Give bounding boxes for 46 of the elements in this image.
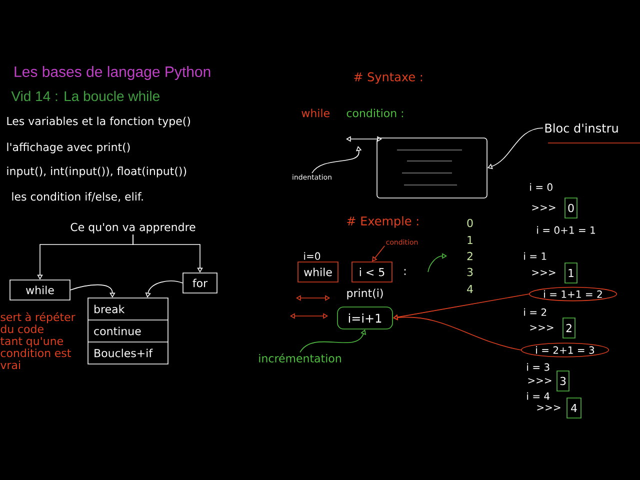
handwritten-text: Bloc d'instru — [545, 123, 618, 133]
text-box: 1 — [564, 262, 578, 284]
handwritten-text: : — [404, 269, 406, 275]
handwritten-text: les condition if/else, elif. — [12, 192, 143, 202]
handwritten-text: 0 — [467, 218, 473, 228]
handwritten-text: >>> — [537, 405, 560, 410]
handwritten-text: Vid 14 : La boucle while — [11, 90, 160, 102]
text-box: 0 — [564, 198, 578, 218]
handwritten-text: Ce qu'on va apprendre — [70, 222, 196, 234]
handwritten-text: # Syntaxe : — [354, 72, 422, 84]
text-box: 3 — [556, 370, 570, 392]
text-box: while — [298, 262, 338, 282]
handwritten-text: i = 0+1 = 1 — [537, 226, 595, 234]
handwritten-text: input(), int(input()), float(input()) — [7, 166, 186, 178]
handwritten-text: 4 — [467, 285, 473, 294]
handwritten-text: i = 2 — [524, 308, 546, 316]
handwritten-text: i = 0 — [530, 183, 552, 191]
handwritten-text: print(i) — [347, 288, 383, 300]
text-box: while sert à répéter du code tant qu'une condition est vrai — [0, 280, 76, 370]
handwritten-text: # Exemple : — [347, 216, 418, 228]
circled-text: i = 2+1 = 3 — [520, 342, 610, 358]
handwritten-text: >>> — [528, 378, 552, 384]
circled-text: i = 1+1 = 2 — [528, 286, 618, 302]
text-box: 4 — [566, 398, 582, 418]
handwritten-text: l'affichage avec print() — [7, 142, 130, 154]
list-box: break continue Boucles+if — [88, 298, 168, 364]
handwritten-text: 3 — [467, 268, 473, 276]
handwritten-text: >>> — [532, 270, 556, 276]
handwritten-text: i = 3 — [527, 363, 550, 371]
rounded-box: i=i+1 — [337, 306, 393, 330]
handwritten-text: incrémentation — [259, 354, 341, 362]
text-box: 2 — [562, 318, 576, 338]
handwritten-text: i = 1 — [524, 252, 546, 260]
handwritten-text: i = 4 — [527, 392, 550, 400]
handwritten-text: 2 — [467, 252, 472, 260]
text-box: for — [182, 272, 218, 294]
handwritten-text: while — [302, 108, 330, 118]
handwritten-text: 1 — [468, 236, 472, 244]
handwritten-text: Les variables et la fonction type() — [7, 116, 190, 128]
title: Les bases de langage Python — [14, 66, 210, 80]
handwritten-text: >>> — [532, 205, 556, 210]
code-block-box — [376, 138, 488, 198]
text-box: i < 5 — [352, 262, 392, 282]
handwritten-text: condition : — [346, 108, 403, 118]
node-label: sert à répéter du code tant qu'une condition est vrai — [0, 312, 76, 370]
handwritten-text: >>> — [530, 325, 554, 330]
